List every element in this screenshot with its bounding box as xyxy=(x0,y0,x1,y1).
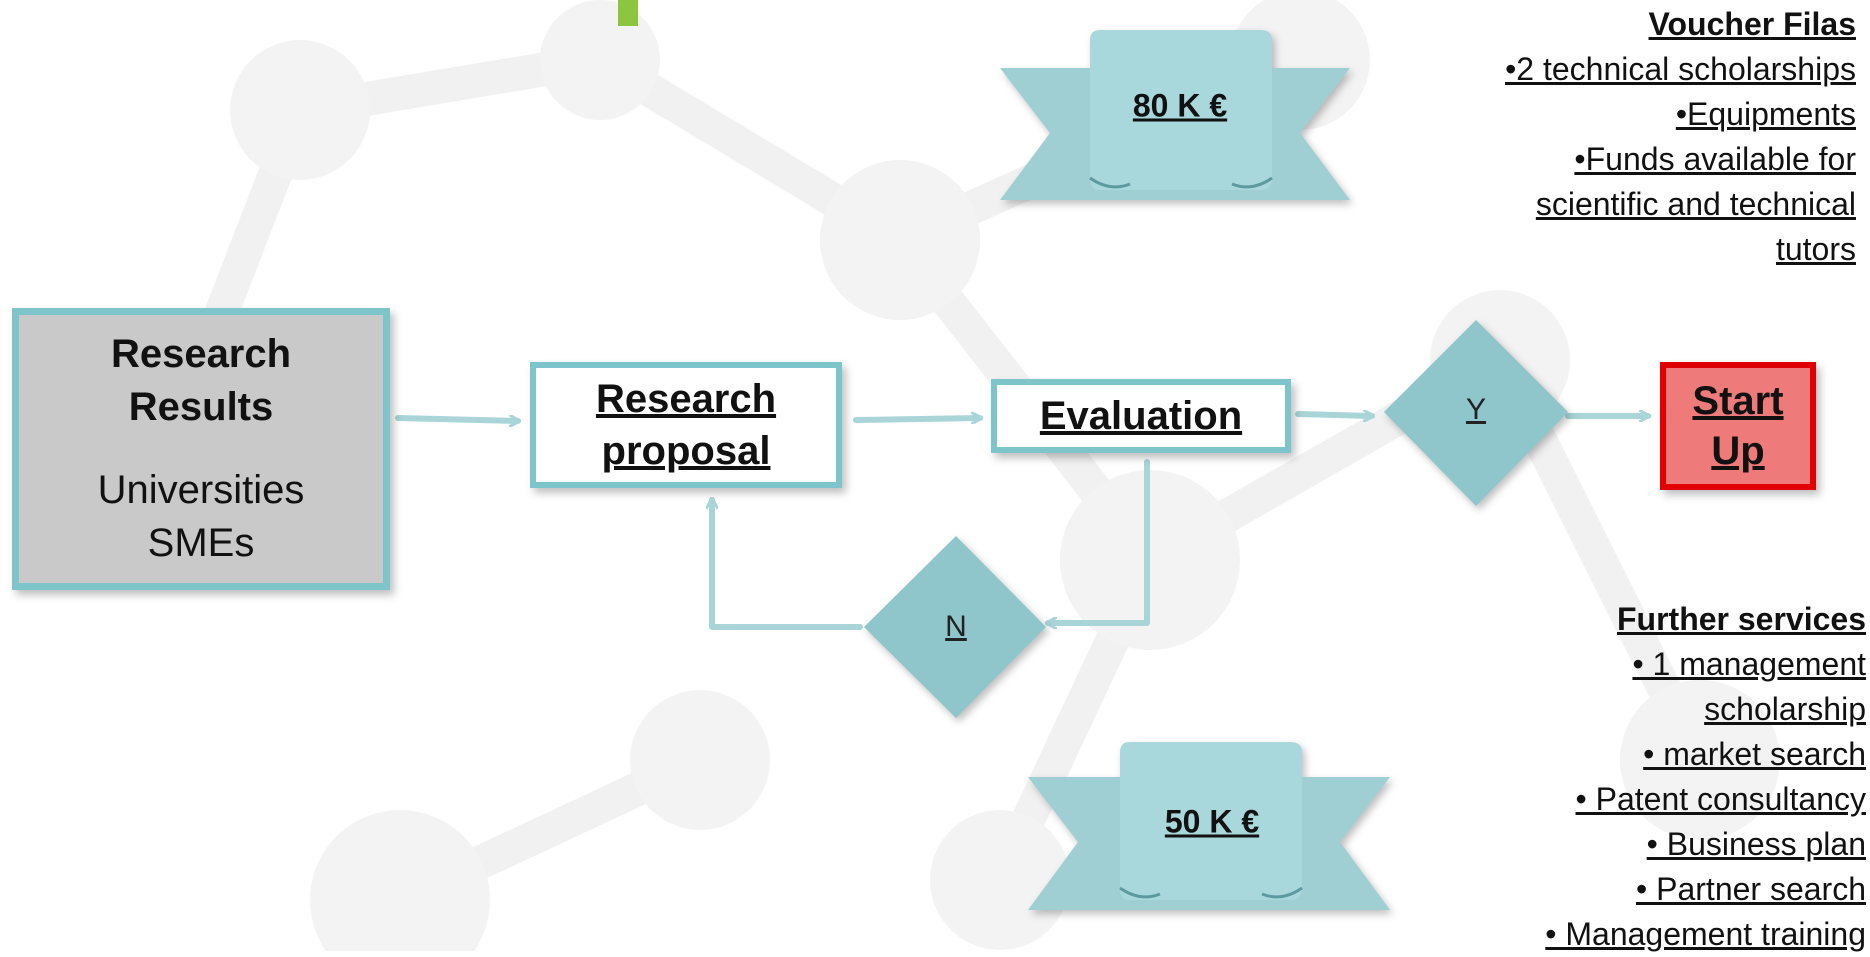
voucher-item: •Equipments xyxy=(1675,96,1856,132)
decision-no-label: N xyxy=(945,610,967,643)
research-results-box: Research Results Universities SMEs xyxy=(12,308,390,590)
voucher-title: Voucher Filas xyxy=(1648,6,1856,42)
arrow-evaluation-to-decision xyxy=(1295,414,1372,416)
research-proposal-label: Research proposal xyxy=(595,377,777,473)
start-up-label: Start Up xyxy=(1692,379,1784,473)
services-item: • market search xyxy=(1643,736,1866,772)
research-results-sources: Universities SMEs xyxy=(97,468,305,565)
voucher-item: •Funds available for scientific and tech… xyxy=(1535,141,1856,267)
research-proposal-box: Research proposal xyxy=(530,362,842,488)
voucher-filas-block: Voucher Filas •2 technical scholarships … xyxy=(1336,2,1856,272)
ribbon-bottom-label: 50 K € xyxy=(1164,803,1260,840)
decision-yes-label: Y xyxy=(1465,393,1487,426)
research-results-title: Research Results xyxy=(110,332,292,429)
start-up-box: Start Up xyxy=(1660,362,1816,490)
further-services-block: Further services • 1 management scholars… xyxy=(1346,597,1866,957)
services-item: • Management training xyxy=(1545,916,1866,952)
ribbon-top-label: 80 K € xyxy=(1132,87,1228,124)
evaluation-label: Evaluation xyxy=(1039,393,1243,438)
services-item: • Partner search xyxy=(1636,871,1866,907)
arrow-no-to-proposal xyxy=(712,497,863,630)
services-item: • Business plan xyxy=(1646,826,1866,862)
arrow-proposal-to-evaluation xyxy=(853,418,980,420)
arrow-evaluation-to-no xyxy=(1045,459,1150,623)
voucher-item: •2 technical scholarships xyxy=(1505,51,1856,87)
arrow-results-to-proposal xyxy=(395,418,518,421)
services-title: Further services xyxy=(1616,601,1866,637)
services-item: • Patent consultancy xyxy=(1575,781,1866,817)
services-item: • 1 management scholarship xyxy=(1632,646,1866,727)
accent-bar xyxy=(618,0,638,26)
evaluation-box: Evaluation xyxy=(991,379,1291,453)
